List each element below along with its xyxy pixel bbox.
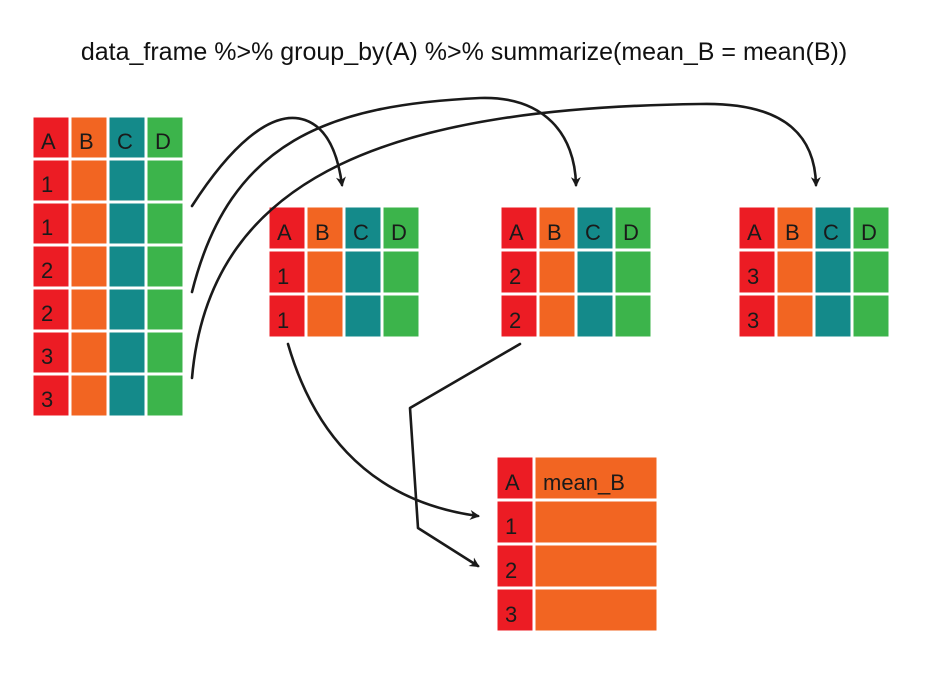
header-label-A: A <box>747 220 762 245</box>
header-label-B: B <box>547 220 562 245</box>
cell-D <box>612 248 654 296</box>
cell-B <box>536 248 578 296</box>
cell-C <box>342 248 384 296</box>
cell-C <box>574 292 616 340</box>
cell-B <box>68 200 110 247</box>
cell-A <box>494 498 536 546</box>
row-value-A: 2 <box>41 258 53 283</box>
row-value-A: 3 <box>505 602 517 627</box>
arrow-group-1-to-result <box>286 342 480 520</box>
header-label-C: C <box>823 220 839 245</box>
arrow-source-to-group-3 <box>190 102 821 380</box>
cell-A <box>30 372 72 419</box>
cell-D <box>850 248 892 296</box>
cell-D <box>144 157 186 204</box>
cell-B <box>68 329 110 376</box>
header-label-A: A <box>509 220 524 245</box>
cell-C <box>812 248 854 296</box>
cell-B <box>304 248 346 296</box>
cell-C <box>106 372 148 419</box>
cell-C <box>106 157 148 204</box>
header-label-B: B <box>315 220 330 245</box>
cell-A <box>498 248 540 296</box>
cell-C <box>812 292 854 340</box>
header-label-B: B <box>785 220 800 245</box>
cell-B <box>774 292 816 340</box>
header-label-D: D <box>155 129 171 154</box>
header-cell-A <box>498 204 540 252</box>
row-value-A: 3 <box>747 308 759 333</box>
header-label-D: D <box>391 220 407 245</box>
cell-D <box>144 372 186 419</box>
header-label-C: C <box>353 220 369 245</box>
cell-A <box>494 586 536 634</box>
cell-D <box>144 286 186 333</box>
cell-C <box>106 329 148 376</box>
header-label-C: C <box>117 129 133 154</box>
cell-D <box>144 243 186 290</box>
row-value-A: 1 <box>277 308 289 333</box>
arrow-source-to-group-1 <box>190 116 346 208</box>
header-label-D: D <box>861 220 877 245</box>
row-value-A: 1 <box>41 172 53 197</box>
cell-D <box>380 292 422 340</box>
header-label-mean-B: mean_B <box>543 470 625 495</box>
arrow-group-2-to-result <box>408 342 522 568</box>
cell-mean-B <box>532 542 660 590</box>
row-value-A: 3 <box>747 264 759 289</box>
cell-A <box>498 292 540 340</box>
cell-B <box>68 286 110 333</box>
row-value-A: 2 <box>509 308 521 333</box>
header-label-A: A <box>277 220 292 245</box>
cell-C <box>342 292 384 340</box>
cell-C <box>106 243 148 290</box>
cell-B <box>774 248 816 296</box>
row-value-A: 3 <box>41 387 53 412</box>
header-label-B: B <box>79 129 94 154</box>
cell-D <box>380 248 422 296</box>
cell-B <box>68 243 110 290</box>
header-label-D: D <box>623 220 639 245</box>
cell-D <box>612 292 654 340</box>
header-label-A: A <box>41 129 56 154</box>
row-value-A: 1 <box>505 514 517 539</box>
cell-C <box>574 248 616 296</box>
cell-B <box>536 292 578 340</box>
header-label-A: A <box>505 470 520 495</box>
row-value-A: 1 <box>41 215 53 240</box>
cell-B <box>68 372 110 419</box>
cell-D <box>850 292 892 340</box>
cell-C <box>106 200 148 247</box>
header-cell-A <box>30 114 72 161</box>
cell-B <box>68 157 110 204</box>
cell-B <box>304 292 346 340</box>
cell-mean-B <box>532 498 660 546</box>
header-label-C: C <box>585 220 601 245</box>
header-cell-D <box>850 204 892 252</box>
header-cell-D <box>144 114 186 161</box>
cell-mean-B <box>532 586 660 634</box>
arrows-layer <box>190 96 821 568</box>
row-value-A: 1 <box>277 264 289 289</box>
row-value-A: 3 <box>41 344 53 369</box>
row-value-A: 2 <box>509 264 521 289</box>
cell-D <box>144 329 186 376</box>
arrow-source-to-group-2 <box>190 96 581 294</box>
row-value-A: 2 <box>41 301 53 326</box>
code-title: data_frame %>% group_by(A) %>% summarize… <box>80 38 848 66</box>
cell-D <box>144 200 186 247</box>
row-value-A: 2 <box>505 558 517 583</box>
header-cell-C <box>106 114 148 161</box>
header-cell-B <box>774 204 816 252</box>
cell-C <box>106 286 148 333</box>
